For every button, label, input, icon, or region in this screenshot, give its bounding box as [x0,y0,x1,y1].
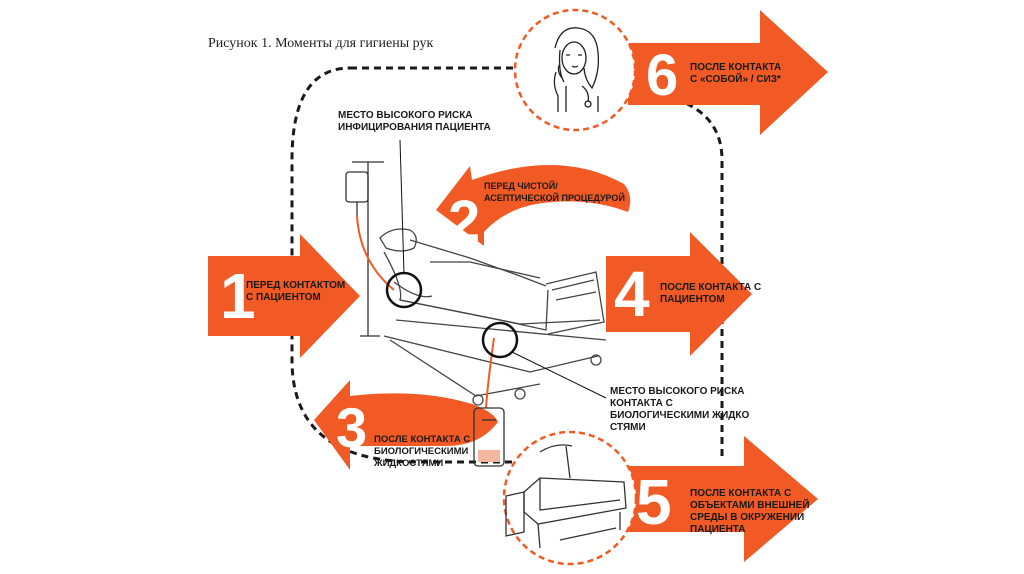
moment-5-label: ПОСЛЕ КОНТАКТА С ОБЪЕКТАМИ ВНЕШНЕЙ СРЕДЫ… [690,488,810,535]
arrow-1 [208,234,360,358]
moment-1-number: 1 [220,260,256,332]
risk-label-infection: МЕСТО ВЫСОКОГО РИСКА ИНФИЦИРОВАНИЯ ПАЦИЕ… [338,110,491,133]
arrow-2 [436,164,631,246]
moment-3-label: ПОСЛЕ КОНТАКТА С БИОЛОГИЧЕСКИМИ ЖИДКОСТЯ… [374,434,471,469]
moment-6-label: ПОСЛЕ КОНТАКТА С «СОБОЙ» / СИЗ* [690,62,782,85]
moment-3-number: 3 [336,396,368,459]
moment-1-label: ПЕРЕД КОНТАКТОМ С ПАЦИЕНТОМ [246,280,346,303]
nurse-circle [513,8,637,132]
moment-2-label: ПЕРЕД ЧИСТОЙ/ АСЕПТИЧЕСКОЙ ПРОЦЕДУРОЙ [484,181,625,203]
risk-circle-fluids [481,321,519,359]
arrow-3 [314,380,498,470]
leader-fluids [511,351,607,399]
moment-5-number: 5 [636,466,672,538]
risk-label-fluids: МЕСТО ВЫСОКОГО РИСКА КОНТАКТА С БИОЛОГИЧ… [610,386,750,433]
patient-zone-boundary [290,66,724,464]
nurse-illustration [553,27,600,112]
arrow-4 [606,232,752,356]
moment-6-number: 6 [646,43,679,108]
moment-4-label: ПОСЛЕ КОНТАКТА С ПАЦИЕНТОМ [660,282,762,305]
hospital-bed [379,228,607,406]
iv-stand [345,161,395,337]
empty-bed-illustration [505,444,627,549]
moment-4-number: 4 [614,258,650,330]
arrow-5 [610,436,818,562]
arrow-6 [628,10,828,135]
leader-infection [399,139,405,275]
figure-caption: Рисунок 1. Моменты для гигиены рук [208,36,434,51]
drainage-bag [473,337,505,467]
moment-2-number: 2 [448,189,481,254]
risk-circle-infection [385,271,423,309]
